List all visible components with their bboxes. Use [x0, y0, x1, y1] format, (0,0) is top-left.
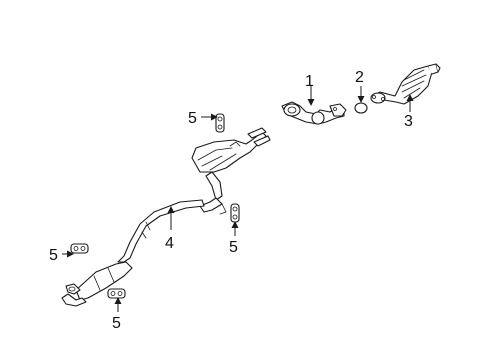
callout-4: 4 — [165, 206, 175, 252]
gasket-part — [354, 102, 368, 114]
hanger-insulator-part — [230, 203, 240, 223]
callout-label: 5 — [112, 315, 121, 332]
callout-1: 1 — [305, 73, 315, 106]
exhaust-pipe-assembly — [61, 127, 271, 307]
hanger-insulator-part — [70, 243, 89, 254]
callout-label: 1 — [305, 73, 314, 90]
callout-label: 4 — [165, 235, 174, 252]
callout-label: 3 — [404, 113, 413, 130]
callout-3: 3 — [404, 94, 414, 130]
callout-5-middle: 5 — [229, 221, 239, 256]
hanger-insulator-part — [107, 288, 126, 299]
callout-5-top: 5 — [188, 110, 218, 127]
callout-label: 5 — [188, 110, 197, 127]
callout-label: 5 — [49, 247, 58, 264]
callout-label: 2 — [355, 69, 364, 86]
callout-5-bottom: 5 — [112, 297, 122, 332]
callout-label: 5 — [229, 239, 238, 256]
catalytic-converter-part — [370, 63, 441, 105]
hanger-insulator-part — [215, 113, 225, 133]
callout-2: 2 — [355, 69, 365, 103]
front-pipe-part — [281, 101, 347, 125]
callout-5-left: 5 — [49, 247, 74, 264]
